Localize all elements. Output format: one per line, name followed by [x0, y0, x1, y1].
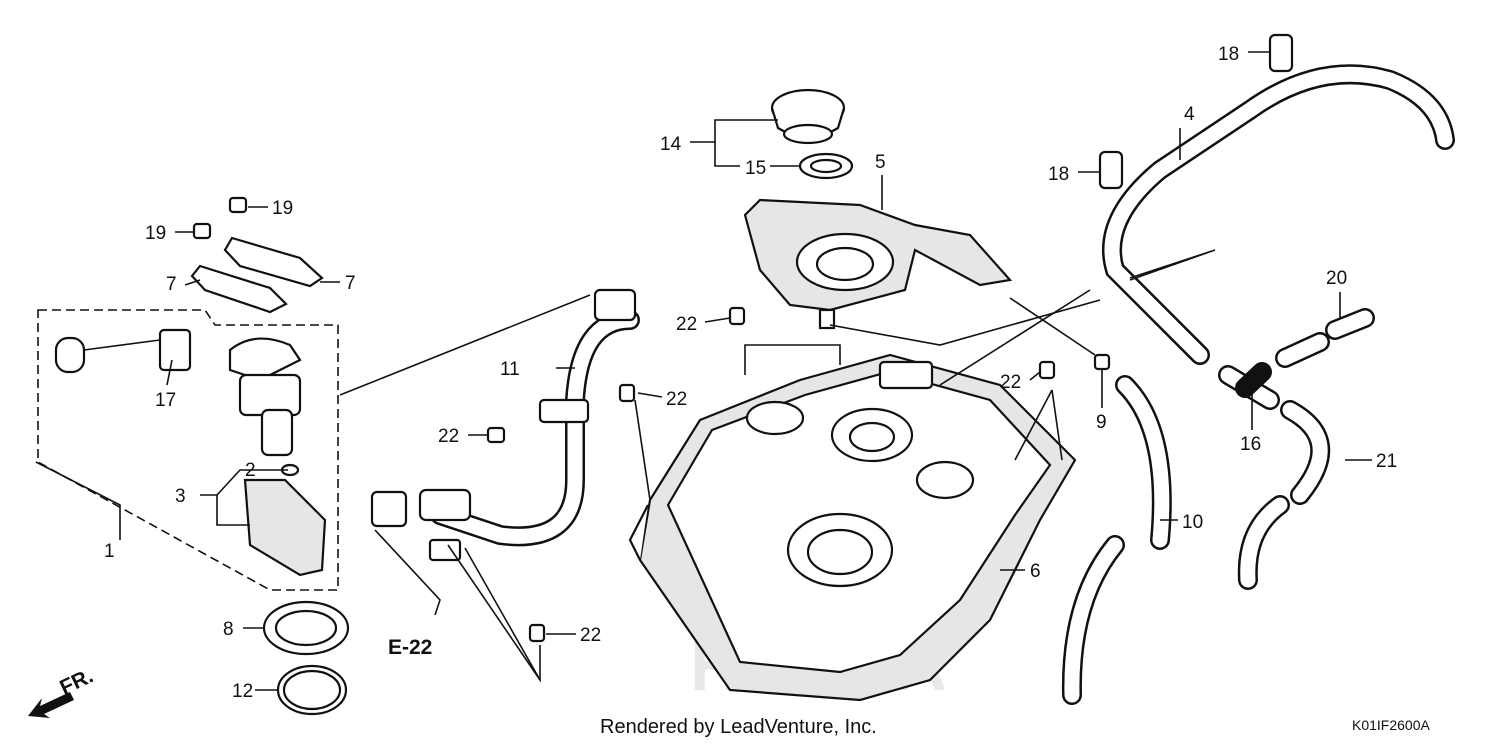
pump-packing-inner [274, 609, 338, 647]
bolts [486, 306, 1111, 643]
render-credit: Rendered by LeadVenture, Inc. [600, 716, 877, 738]
label-22-d: 22 [1000, 372, 1021, 393]
fuel-tank [628, 353, 1077, 702]
label-12: 12 [232, 681, 253, 702]
label-14: 14 [660, 134, 682, 155]
label-3: 3 [175, 486, 186, 507]
nuts [192, 196, 248, 240]
label-15: 15 [745, 158, 766, 179]
label-6: 6 [1030, 561, 1041, 582]
short-tubes [1275, 308, 1375, 368]
leader-lines [35, 51, 1372, 691]
breather-tube [1102, 64, 1455, 365]
front-direction-label: FR. [56, 664, 96, 699]
three-way-joint [1218, 362, 1280, 410]
label-18-top: 18 [1218, 44, 1239, 65]
label-22-e: 22 [580, 625, 601, 646]
label-7-right: 7 [345, 273, 356, 294]
label-16: 16 [1240, 434, 1261, 455]
fuel-feed-hose [370, 288, 640, 562]
reference-label: E-22 [388, 636, 432, 659]
label-8: 8 [223, 619, 234, 640]
label-19-left: 19 [145, 223, 166, 244]
label-2: 2 [245, 460, 256, 481]
diagram-code: K01IF2600A [1352, 717, 1430, 733]
label-22-c: 22 [438, 426, 459, 447]
label-10: 10 [1182, 512, 1203, 533]
filler-cap [770, 88, 846, 145]
label-1: 1 [104, 541, 115, 562]
tube-clamps [1098, 33, 1294, 190]
label-18-mid: 18 [1048, 164, 1069, 185]
label-22-b: 22 [666, 389, 687, 410]
o-ring-inner [282, 669, 342, 711]
label-22-a: 22 [676, 314, 697, 335]
label-9: 9 [1096, 412, 1107, 433]
setting-plates [190, 236, 324, 314]
front-direction-arrow-icon: FR. [28, 664, 97, 718]
label-5: 5 [875, 152, 886, 173]
label-19-right: 19 [272, 198, 293, 219]
label-20: 20 [1326, 268, 1347, 289]
label-11: 11 [500, 359, 520, 380]
drain-tube-lower [1237, 400, 1331, 590]
label-7-left: 7 [166, 274, 177, 295]
filler-neck-bracket [743, 198, 1013, 330]
cap-seal-ring [798, 152, 854, 180]
label-17: 17 [155, 390, 176, 411]
label-4: 4 [1184, 104, 1195, 125]
fuel-pump [54, 328, 327, 577]
drain-tube [1061, 375, 1172, 705]
label-21: 21 [1376, 451, 1397, 472]
